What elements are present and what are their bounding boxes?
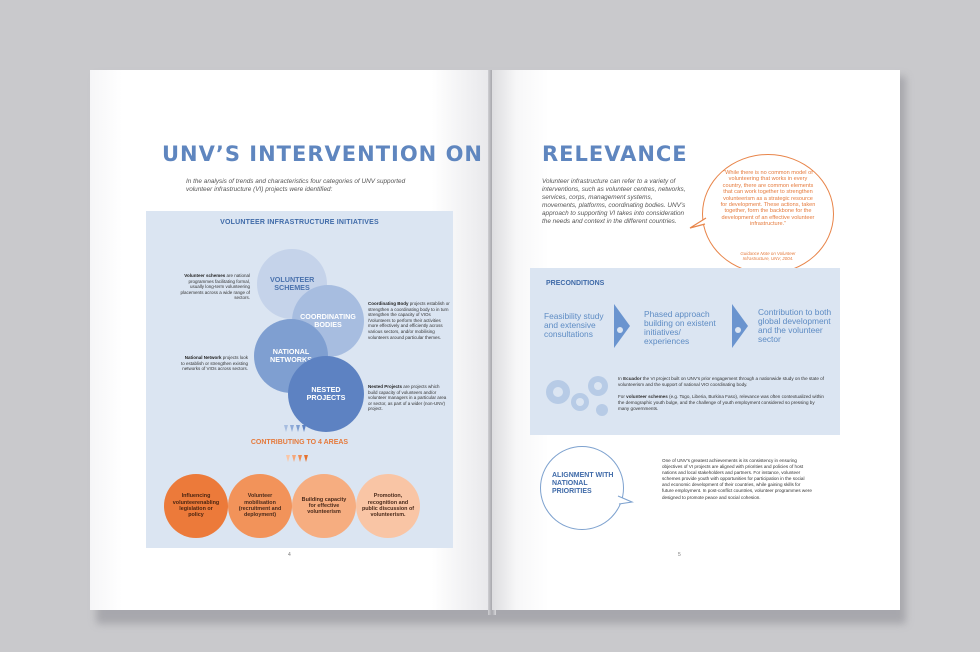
- quote-bubble-tail: [689, 217, 707, 229]
- alignment-paragraph: One of UNV’s greatest achievements is it…: [662, 458, 812, 500]
- right-page-title: RELEVANCE: [542, 142, 688, 166]
- volunteer-schemes-paragraph: For volunteer schemes (e.g. Togo, Liberi…: [618, 394, 824, 411]
- left-page-title: UNV’S INTERVENTION ON VI: [162, 142, 492, 166]
- precondition-phased-approach: Phased approach building on existent ini…: [644, 309, 716, 346]
- chevron-gear-icon: [614, 304, 630, 348]
- area-building-capacity: Building capacity for effective voluntee…: [292, 474, 356, 538]
- area-promotion-recognition: Promotion, recognition and public discus…: [356, 474, 420, 538]
- chevron-gear-icon: [732, 304, 748, 348]
- right-page-intro: Volunteer infrastructure can refer to a …: [542, 178, 686, 225]
- precondition-contribution: Contribution to both global development …: [758, 307, 832, 344]
- alignment-bubble-tail: [617, 495, 634, 505]
- alignment-title: ALIGNMENT WITH NATIONAL PRIORITIES: [552, 472, 614, 495]
- blue-arrow-markers: [284, 425, 306, 432]
- left-page: UNV’S INTERVENTION ON VI In the analysis…: [90, 70, 492, 610]
- area-legislation-policy: Influencing volunteerenabling legislatio…: [164, 474, 228, 538]
- alignment-bubble: [540, 446, 624, 530]
- note-nested-projects: Nested Projects are projects which build…: [368, 384, 447, 412]
- circle-coordinating-bodies: COORDINATING BODIES: [292, 285, 364, 357]
- note-coordinating-body: Coordinating Body projects establish or …: [368, 301, 450, 340]
- right-page: RELEVANCE Volunteer infrastructure can r…: [492, 70, 900, 610]
- vi-initiatives-title: VOLUNTEER INFRASTRUCTURE INITIATIVES: [220, 219, 379, 226]
- areas-title: CONTRIBUTING TO 4 AREAS: [250, 439, 349, 446]
- note-volunteer-schemes: Volunteer schemes are national programme…: [180, 273, 250, 301]
- quote-source: Guidance Note on Volunteer Infrastructur…: [740, 251, 796, 262]
- preconditions-panel: PRECONDITIONS Feasibility study and exte…: [530, 268, 840, 435]
- quote-text: “While there is no common model of volun…: [720, 170, 816, 228]
- left-page-number: 4: [288, 552, 291, 558]
- gears-icon: [546, 376, 608, 416]
- left-page-intro: In the analysis of trends and characteri…: [186, 178, 406, 193]
- ecuador-paragraph: In Ecuador the VI project built on UNV’s…: [618, 376, 825, 387]
- orange-arrow-markers: [286, 455, 308, 462]
- circle-nested-projects: NESTED PROJECTS: [288, 356, 364, 432]
- area-volunteer-mobilisation: Volunteer mobilisation (recruitment and …: [228, 474, 292, 538]
- open-brochure: UNV’S INTERVENTION ON VI In the analysis…: [90, 70, 900, 615]
- precondition-feasibility: Feasibility study and extensive consulta…: [544, 311, 604, 339]
- note-national-network: National Network projects look to establ…: [180, 355, 248, 372]
- vi-initiatives-panel: VOLUNTEER INFRASTRUCTURE INITIATIVES VOL…: [146, 211, 453, 548]
- right-page-number: 5: [678, 552, 681, 558]
- preconditions-title: PRECONDITIONS: [546, 280, 605, 287]
